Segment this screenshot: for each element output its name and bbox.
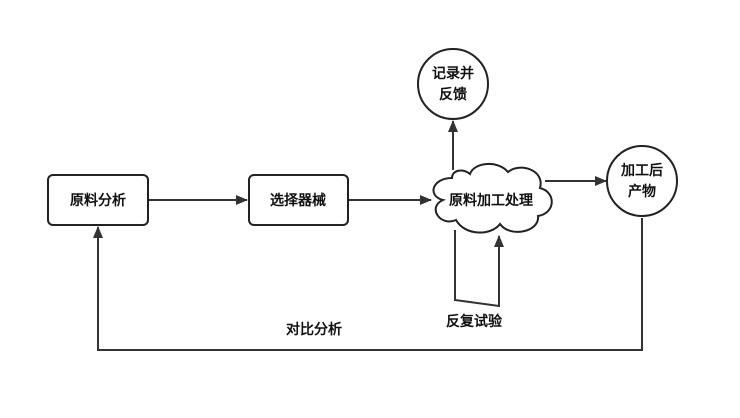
raw-processing-label: 原料加工处理 bbox=[449, 192, 533, 209]
record-feedback-label-line1: 记录并 bbox=[432, 65, 474, 82]
raw-analysis-label: 原料分析 bbox=[70, 192, 126, 209]
node-select-equipment[interactable]: 选择器械 bbox=[248, 174, 349, 226]
raw-processing-cloud bbox=[432, 163, 553, 234]
compare-analysis-label: 对比分析 bbox=[286, 321, 342, 338]
record-feedback-circle bbox=[417, 48, 489, 120]
node-raw-analysis[interactable]: 原料分析 bbox=[47, 174, 149, 226]
arrow-repeat-test-loop bbox=[454, 230, 504, 308]
product-label-line2: 产物 bbox=[628, 183, 656, 200]
arrow-compare-analysis-loop bbox=[93, 218, 643, 351]
record-feedback-label-line2: 反馈 bbox=[439, 86, 467, 103]
node-product[interactable]: 加工后 产物 bbox=[606, 145, 678, 217]
select-equipment-box bbox=[248, 174, 349, 226]
select-equipment-label: 选择器械 bbox=[270, 192, 326, 209]
node-record-feedback[interactable]: 记录并 反馈 bbox=[417, 48, 489, 120]
node-raw-processing[interactable]: 原料加工处理 bbox=[432, 163, 553, 234]
product-circle bbox=[606, 145, 678, 217]
product-label-line1: 加工后 bbox=[620, 162, 663, 179]
repeat-test-label: 反复试验 bbox=[446, 313, 503, 330]
raw-analysis-box bbox=[47, 174, 149, 226]
